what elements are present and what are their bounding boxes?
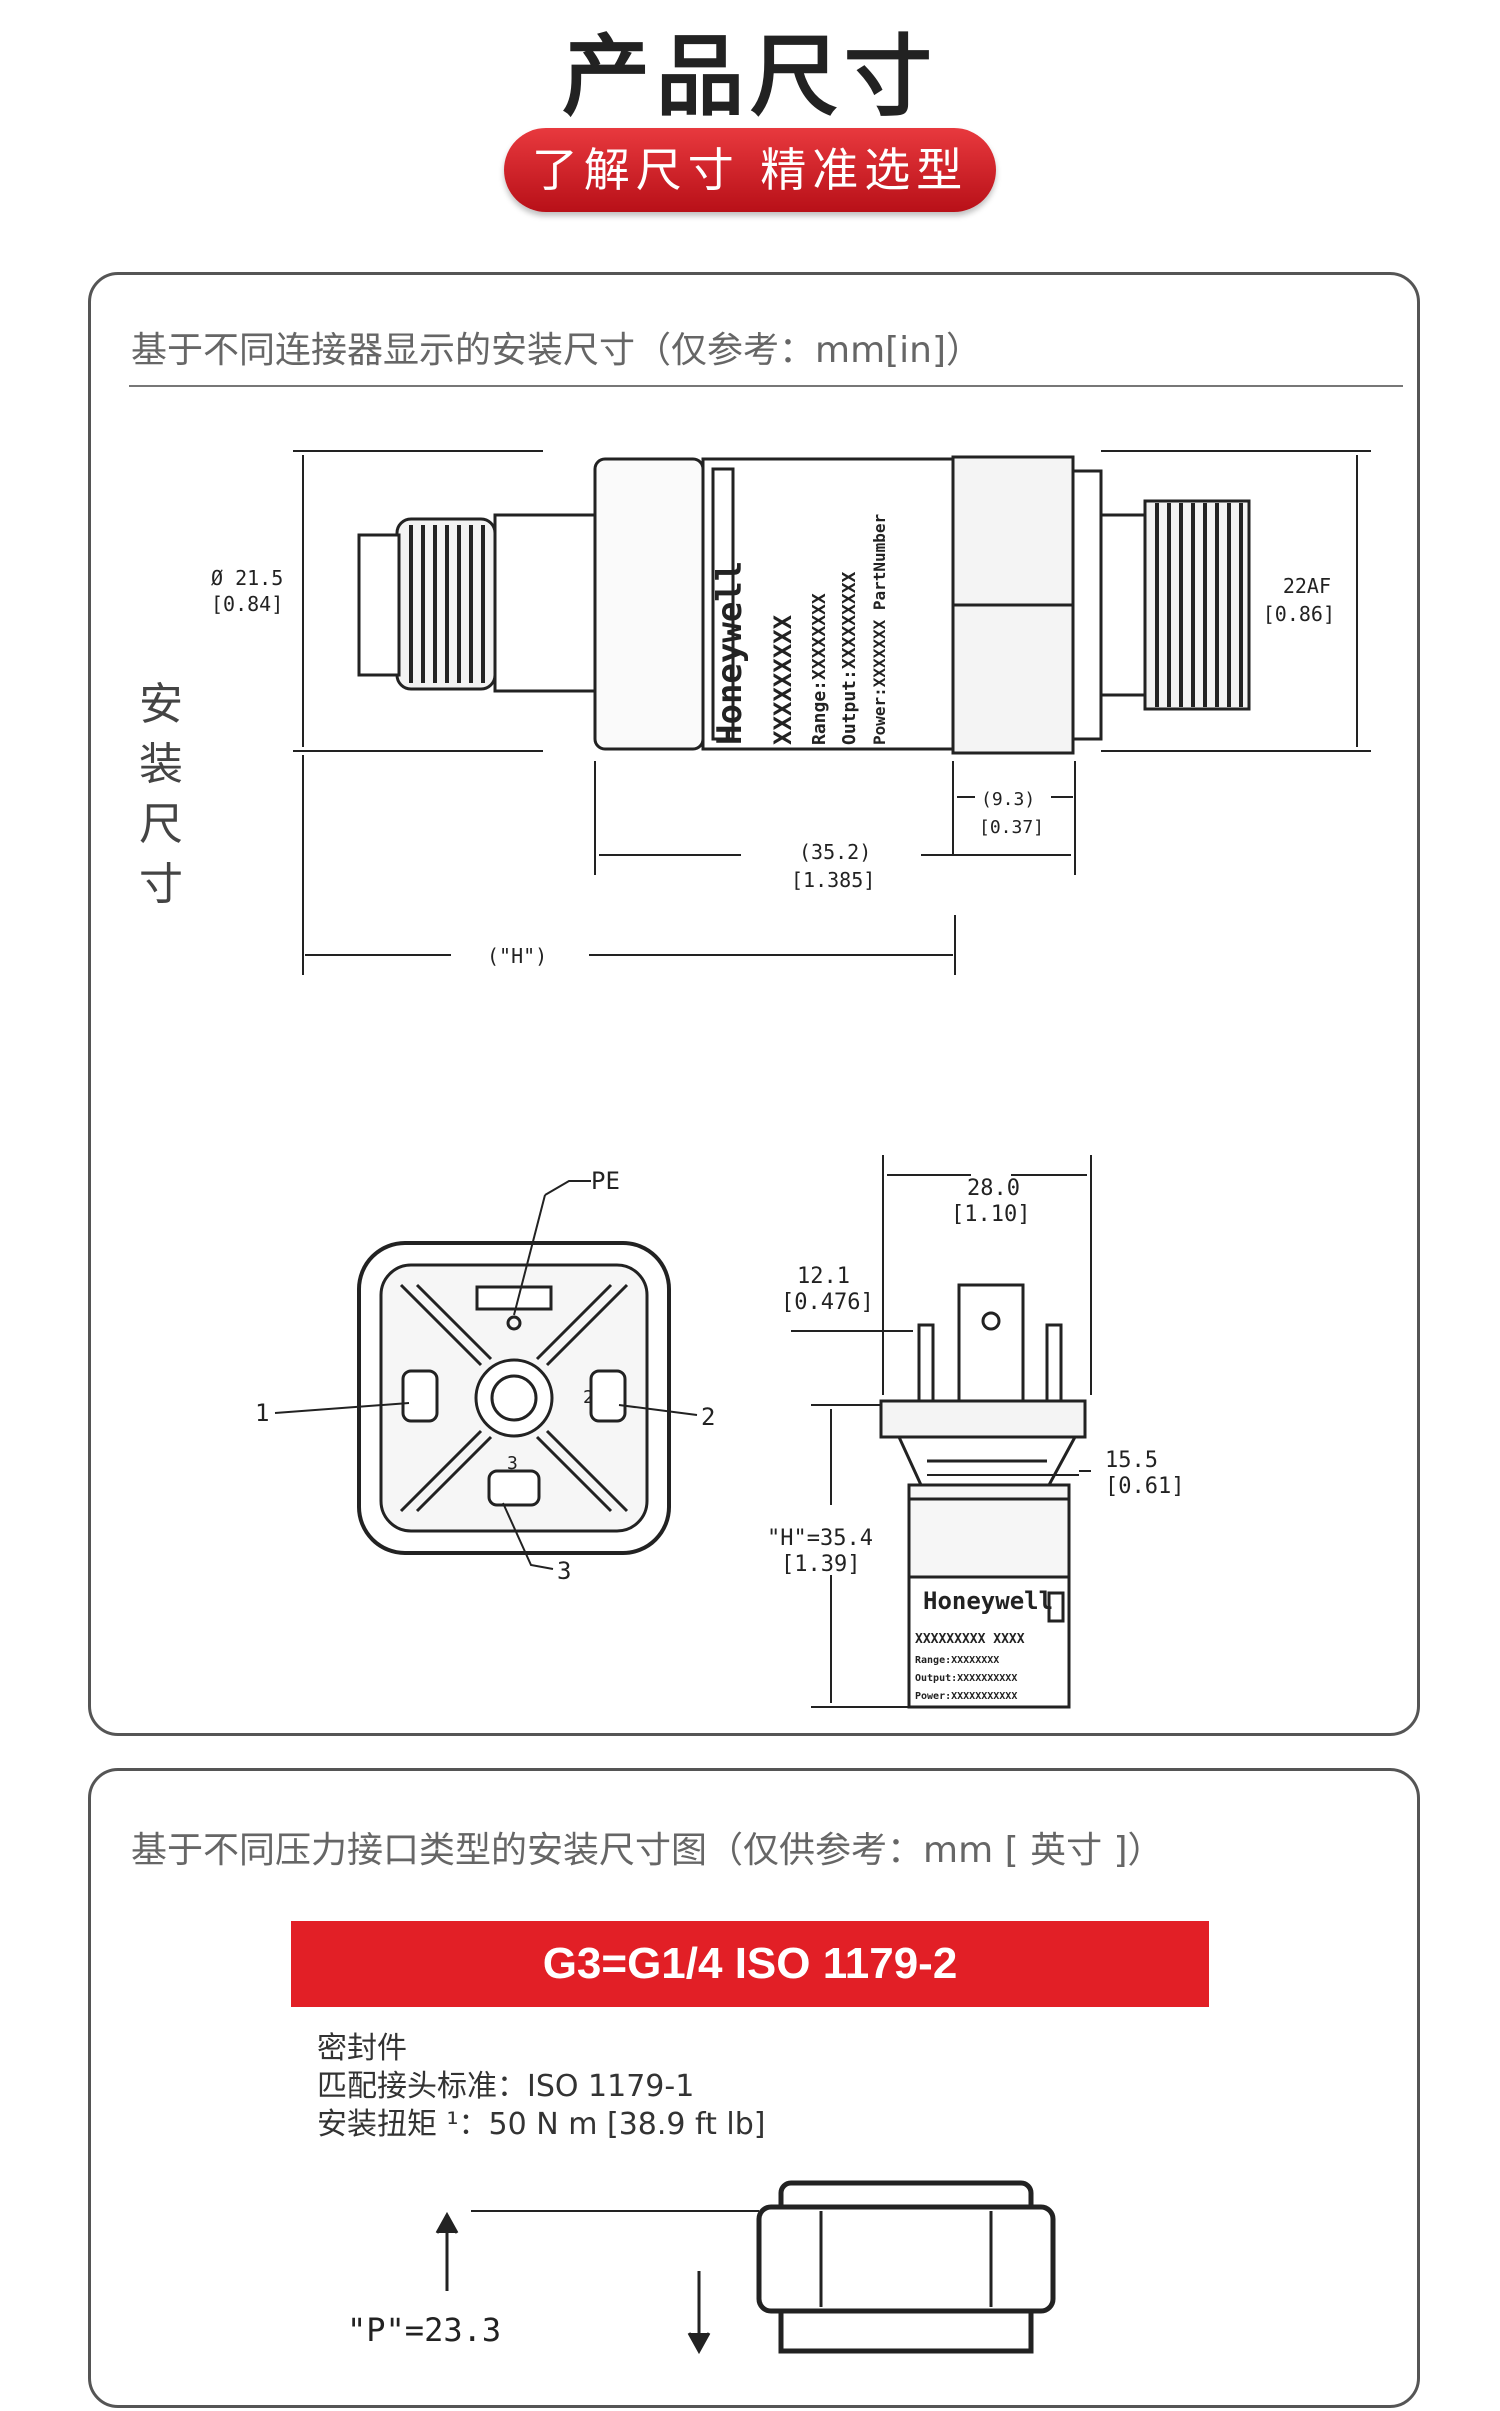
card-caption: 基于不同压力接口类型的安装尺寸图（仅供参考：mm [ 英寸 ]） xyxy=(131,1830,1164,1871)
sensor-front-view: Honeywell XXXXXXXXX XXXX Range:XXXXXXXX … xyxy=(767,1155,1184,1709)
connector-face-view: PE 1 2 3 2 3 xyxy=(255,1167,715,1585)
dim-h: ("H") xyxy=(487,944,547,968)
side-label-char: 尺 xyxy=(139,799,183,850)
front-label-line: XXXXXXXXX XXXX xyxy=(915,1632,1025,1647)
side-label-char: 安 xyxy=(139,679,183,730)
dim-9-3-inch: [0.37] xyxy=(979,817,1044,838)
hex-dimension-inch: [0.86] xyxy=(1263,602,1335,626)
side-label-line: Power:XXXXXXX PartNumber xyxy=(870,514,889,745)
sensor-side-view: Honeywell XXXXXXXXX Range:XXXXXXXX Outpu… xyxy=(211,450,1371,975)
hex-dimension: 22AF xyxy=(1283,574,1331,598)
pressure-port-dimensions-card: 基于不同压力接口类型的安装尺寸图（仅供参考：mm [ 英寸 ]） G3=G1/4… xyxy=(88,1768,1420,2408)
width-dimension-inch: [1.10] xyxy=(951,1202,1030,1227)
dim-35-2: (35.2) xyxy=(799,840,871,864)
standard-label: 匹配接头标准：ISO 1179-1 xyxy=(317,2069,695,2104)
dim-9-3: (9.3) xyxy=(981,789,1035,810)
card-caption: 基于不同连接器显示的安装尺寸（仅参考：mm[in]） xyxy=(131,330,983,371)
pin-height-dimension: 12.1 xyxy=(797,1264,850,1289)
side-label-line: Range:XXXXXXXX xyxy=(809,593,830,745)
pin-2-inner-label: 2 xyxy=(583,1387,594,1408)
seal-label: 密封件 xyxy=(317,2031,407,2066)
front-label-line: Range:XXXXXXXX xyxy=(915,1655,999,1666)
pe-label: PE xyxy=(591,1167,620,1195)
neck-dimension: 15.5 xyxy=(1105,1448,1158,1473)
front-label-line: Output:XXXXXXXXXX xyxy=(915,1673,1017,1684)
width-dimension: 28.0 xyxy=(967,1176,1020,1201)
side-brand-label: Honeywell xyxy=(710,561,750,745)
pin-2-label: 2 xyxy=(701,1403,715,1431)
port-type-banner: G3=G1/4 ISO 1179-2 xyxy=(291,1921,1209,2007)
pin-1-label: 1 xyxy=(255,1399,269,1427)
caption-divider xyxy=(129,385,1403,387)
tagline-badge: 了解尺寸 精准选型 xyxy=(504,128,996,212)
diameter-dimension-inch: [0.84] xyxy=(211,592,283,616)
torque-label: 安装扭矩 ¹：50 N m [38.9 ft lb] xyxy=(317,2107,766,2142)
pin-3-label: 3 xyxy=(557,1557,571,1585)
front-label-line: Power:XXXXXXXXXXX xyxy=(915,1691,1017,1702)
installation-dimensions-card: 基于不同连接器显示的安装尺寸（仅参考：mm[in]） 安 装 尺 寸 xyxy=(88,272,1420,1736)
port-drawing: "P"=23.3 xyxy=(347,2180,1056,2355)
dim-35-2-inch: [1.385] xyxy=(791,868,875,892)
height-dimension: "H"=35.4 xyxy=(767,1526,873,1551)
p-dimension: "P"=23.3 xyxy=(347,2311,501,2349)
height-dimension-inch: [1.39] xyxy=(781,1552,860,1577)
side-label-line: Output:XXXXXXXXX xyxy=(839,571,860,745)
page-title: 产品尺寸 xyxy=(561,25,938,128)
front-brand-label: Honeywell xyxy=(923,1587,1053,1615)
side-label-line: XXXXXXXXX xyxy=(769,614,797,745)
dimension-drawing: Honeywell XXXXXXXXX Range:XXXXXXXX Outpu… xyxy=(211,450,1371,1709)
pin-3-inner-label: 3 xyxy=(507,1453,518,1474)
diameter-dimension: Ø 21.5 xyxy=(211,566,283,590)
side-label-char: 装 xyxy=(139,739,183,790)
side-label-char: 寸 xyxy=(139,859,183,910)
neck-dimension-inch: [0.61] xyxy=(1105,1474,1184,1499)
side-label: 安 装 尺 寸 xyxy=(131,675,191,915)
pin-height-dimension-inch: [0.476] xyxy=(781,1290,874,1315)
